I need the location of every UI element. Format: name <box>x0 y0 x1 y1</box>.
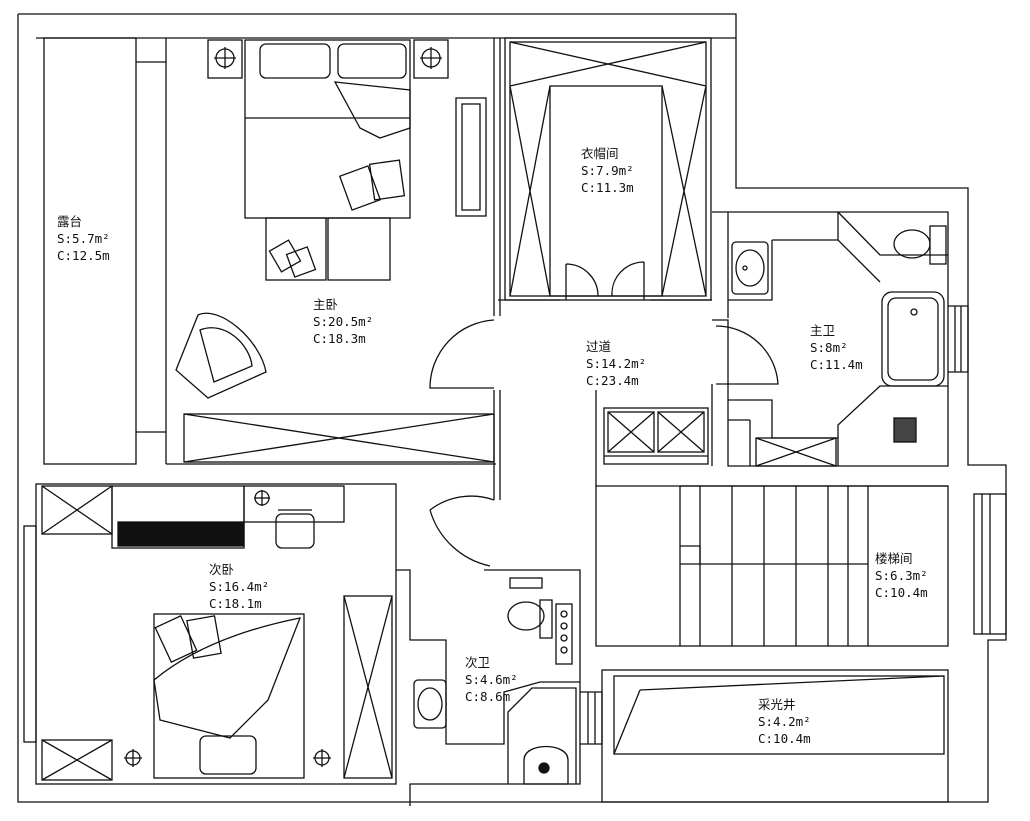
piano-keys <box>117 521 245 547</box>
room-name: 楼梯间 <box>875 551 913 566</box>
room-label-second-bath: 次卫 S:4.6m² C:8.6m <box>465 654 518 705</box>
room-name: 主卧 <box>313 297 339 312</box>
room-label-cloakroom: 衣帽间 S:7.9m² C:11.3m <box>581 145 634 196</box>
room-name: 次卧 <box>209 562 235 577</box>
room-area: S:7.9m² <box>581 163 634 178</box>
room-name: 次卫 <box>465 655 491 670</box>
room-area: S:5.7m² <box>57 231 110 246</box>
room-area: S:14.2m² <box>586 356 647 371</box>
room-perimeter: C:23.4m <box>586 373 639 388</box>
room-perimeter: C:12.5m <box>57 248 110 263</box>
room-perimeter: C:11.4m <box>810 357 863 372</box>
room-name: 采光井 <box>758 697 796 712</box>
room-label-second-bedroom: 次卧 S:16.4m² C:18.1m <box>209 561 269 612</box>
room-name: 衣帽间 <box>581 146 619 161</box>
master-bed <box>244 39 411 219</box>
master-toilet <box>893 229 931 259</box>
terrace-outline <box>43 37 137 465</box>
room-name: 过道 <box>586 339 612 354</box>
room-perimeter: C:8.6m <box>465 689 511 704</box>
washer-dryer <box>603 407 709 465</box>
room-area: S:8m² <box>810 340 848 355</box>
room-label-corridor: 过道 S:14.2m² C:23.4m <box>586 338 646 389</box>
room-perimeter: C:10.4m <box>758 731 811 746</box>
second-bed <box>153 613 305 779</box>
room-area: S:16.4m² <box>209 579 270 594</box>
room-name: 露台 <box>57 214 83 229</box>
room-area: S:4.2m² <box>758 714 811 729</box>
second-toilet <box>507 601 545 631</box>
room-perimeter: C:10.4m <box>875 585 928 600</box>
room-label-master-bath: 主卫 S:8m² C:11.4m <box>810 322 863 373</box>
wardrobe-master <box>183 413 495 463</box>
room-perimeter: C:11.3m <box>581 180 634 195</box>
lounge-chair <box>175 312 267 399</box>
room-label-terrace: 露台 S:5.7m² C:12.5m <box>57 213 110 264</box>
room-name: 主卫 <box>810 323 836 338</box>
master-sink <box>731 241 769 295</box>
stairwell-outline <box>679 485 949 647</box>
wardrobe-second <box>343 595 393 779</box>
room-label-lightwell: 采光井 S:4.2m² C:10.4m <box>758 696 811 747</box>
cloakroom-outline <box>504 37 712 301</box>
second-sink <box>413 679 447 729</box>
room-label-stairwell: 楼梯间 S:6.3m² C:10.4m <box>875 550 928 601</box>
room-perimeter: C:18.3m <box>313 331 366 346</box>
master-tub <box>881 291 945 387</box>
room-perimeter: C:18.1m <box>209 596 262 611</box>
room-area: S:20.5m² <box>313 314 374 329</box>
room-area: S:4.6m² <box>465 672 518 687</box>
room-label-master-bedroom: 主卧 S:20.5m² C:18.3m <box>313 296 373 347</box>
room-area: S:6.3m² <box>875 568 928 583</box>
